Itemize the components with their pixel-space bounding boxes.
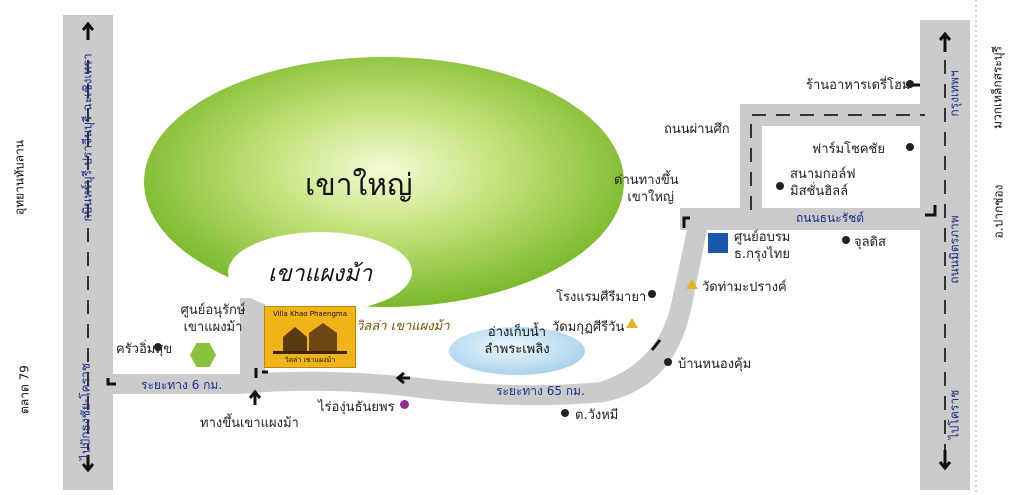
villa-house-icon (273, 323, 347, 354)
ban-nong-marker (664, 358, 672, 366)
label-national-park: อุทยานทับลาน (12, 140, 27, 215)
curved-road (100, 225, 708, 406)
distance-65km: ระยะทาง 65 กม. (496, 384, 585, 398)
place-chokchai-farm: ฟาร์มโชคชัย (812, 142, 885, 157)
road-right-bottom: ไปโคราช (947, 389, 962, 440)
place-up-road: ทางขึ้นเขาแผงม้า (200, 416, 299, 431)
conservation-line2: เขาแผงม้า (183, 320, 243, 335)
place-julladit: จุลดิส (854, 235, 886, 250)
kitchen-marker (154, 343, 162, 351)
bank-line1: ศูนย์อบรม (734, 230, 791, 245)
julladit-marker (842, 236, 850, 244)
tambon-marker (561, 409, 569, 417)
temple-kut-marker (626, 318, 638, 328)
checkpoint-line2: เขาใหญ่ (627, 190, 674, 205)
golf-marker (776, 182, 784, 190)
place-ban-nong: บ้านหนองคุ้ม (678, 357, 752, 372)
place-tambon: ต.วังหมี (575, 408, 619, 423)
vineyard-marker (400, 400, 409, 409)
place-temple-thamaprang: วัดท่ามะปรางค์ (702, 280, 787, 295)
place-checkpoint: ด่านทางขึ้น เขาใหญ่ (614, 172, 679, 206)
hill-shape (228, 232, 412, 312)
temple-thamaprang-marker (686, 279, 698, 289)
checkpoint-line1: ด่านทางขึ้น (614, 173, 679, 188)
place-kitchen: ครัวอิ่มสุข (116, 342, 173, 357)
place-golf: สนามกอล์ฟ มิสชั่นฮิลล์ (790, 166, 856, 200)
distance-6km: ระยะทาง 6 กม. (141, 378, 223, 392)
place-hotel: โรงแรมศีรีมายา (556, 290, 647, 305)
bank-line2: ธ.กรุงไทย (734, 247, 790, 262)
place-temple-kut: วัดมกุฏศีรีวัน (552, 320, 625, 335)
golf-line2: มิสชั่นฮิลล์ (790, 184, 849, 199)
road-left-bottom: ไปปักธงชัย-โคราช (78, 362, 93, 461)
place-restaurant: ร้านอาหารเดรี่โฮม (806, 78, 911, 93)
place-conservation: ศูนย์อนุรักษ์ เขาแผงม้า (172, 302, 254, 336)
farm-marker (906, 143, 914, 151)
villa-sign-bottom: วิลล่า เขาแผงม้า (284, 356, 336, 364)
villa-sign-top: Villa Khao Phaengma (272, 310, 348, 318)
reservoir-line1: อ่างเก็บน้ำ (487, 325, 547, 340)
road-dhanarat: ถนนธนะรัชต์ (796, 211, 865, 225)
road-right-middle: ถนนมิตรภาพ (947, 215, 962, 284)
reservoir-line2: ลำพระเพลิง (484, 342, 550, 357)
place-vineyard: ไร่องุ่นธันยพร (318, 400, 395, 415)
conservation-line1: ศูนย์อนุรักษ์ (180, 303, 246, 318)
place-bank: ศูนย์อบรม ธ.กรุงไทย (734, 229, 790, 263)
villa-name: วิลล่า เขาแผงม้า (356, 319, 450, 334)
label-pak-chong: อ.ปากช่อง (991, 184, 1006, 239)
villa-sign: Villa Khao Phaengma วิลล่า เขาแผงม้า (264, 306, 356, 368)
golf-line1: สนามกอล์ฟ (790, 167, 856, 182)
road-phan-suek: ถนนผ่านศึก (664, 122, 730, 137)
bank-marker (708, 233, 728, 253)
reservoir-shape (449, 327, 585, 375)
mountain-label: เขาใหญ่ (305, 168, 413, 203)
label-market-79: ตลาด 79 (17, 365, 32, 414)
road-right-top: กรุงเทพฯ (947, 70, 962, 117)
hotel-marker (648, 290, 656, 298)
restaurant-marker (906, 80, 914, 88)
hill-label: เขาแผงม้า (268, 261, 373, 287)
label-mitsek: มวกเหล็กสระบุรี (990, 46, 1005, 129)
road-left-top: กบินทร์บุรี-ปราจีนบุรี-ฉะเชิงเทรา (80, 53, 95, 222)
reservoir-label: อ่างเก็บน้ำ ลำพระเพลิง (452, 324, 582, 358)
